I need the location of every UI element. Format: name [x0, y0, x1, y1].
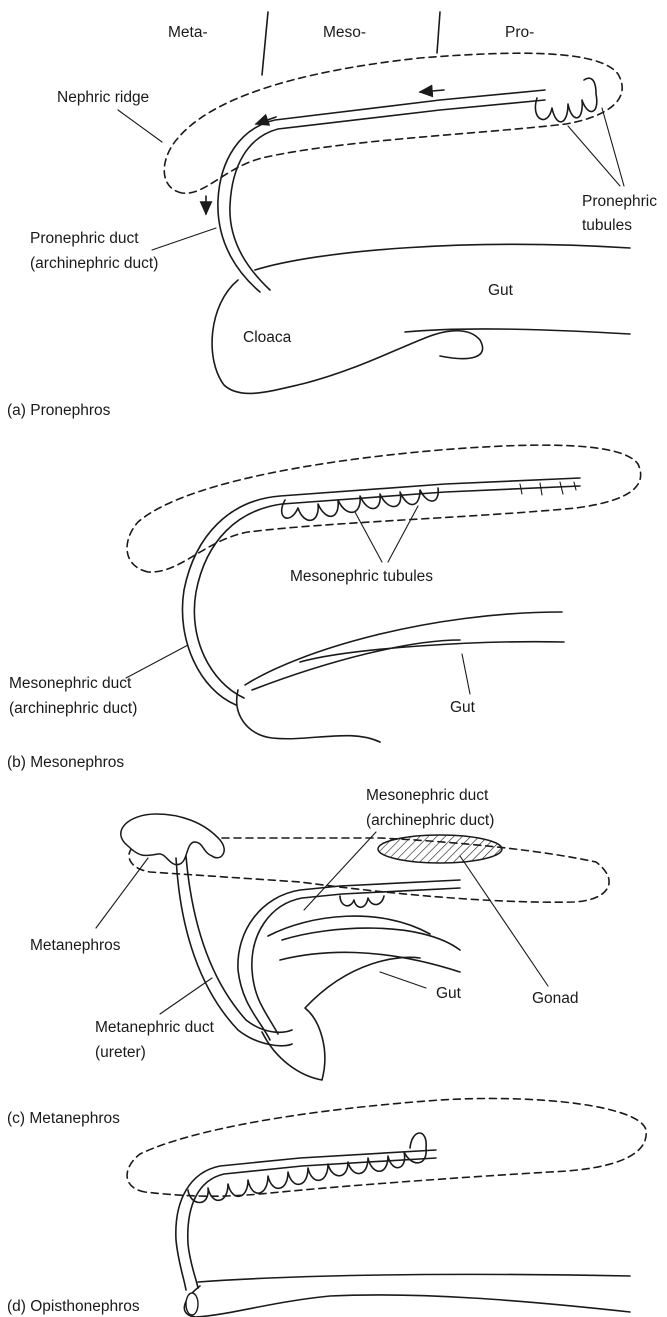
panel-a-pronephros: Meta- Meso- Pro- Nephric ridge Pronephri… [7, 12, 657, 419]
region-label-meta: Meta- [168, 24, 208, 41]
meso-pro-divider [437, 12, 440, 53]
gonad-leader [460, 856, 548, 986]
opisthonephric-duct-upper [176, 1150, 436, 1290]
gut-label-a: Gut [488, 282, 514, 299]
gonad-label: Gonad [532, 990, 579, 1007]
cloaca-label: Cloaca [243, 329, 292, 346]
region-label-pro: Pro- [505, 24, 534, 41]
cloaca-opening-d [186, 1293, 198, 1315]
mesonephric-tubules-c [340, 896, 384, 907]
nephric-ridge-label: Nephric ridge [57, 89, 149, 106]
metanephric-duct-right [186, 856, 292, 1032]
pronephric-tubules-leader-2 [602, 108, 624, 186]
metanephric-duct-label-2: (ureter) [95, 1044, 146, 1061]
opisthonephric-tubules [188, 1133, 426, 1203]
metanephric-duct-label: Metanephric duct [95, 1019, 215, 1036]
mesonephric-duct-label-2: (archinephric duct) [9, 700, 137, 717]
mesonephric-tubules [282, 488, 439, 520]
panel-d-opisthonephros: (d) Opisthonephros [7, 1098, 646, 1317]
pronephric-tubules-label-2: tubules [582, 217, 632, 234]
mesonephric-duct-c-lower [252, 888, 460, 1034]
panel-c-metanephros: Metanephros Metanephric duct (ureter) Me… [7, 787, 609, 1127]
meta-meso-divider [262, 12, 268, 75]
mesonephric-duct-lower [194, 486, 580, 698]
metanephric-duct-left [176, 858, 292, 1046]
gut-label-b: Gut [450, 699, 476, 716]
mesonephric-tubules-leader-1 [355, 512, 382, 562]
gut-inner-c [268, 916, 460, 972]
pronephric-duct-leader [152, 228, 216, 250]
caption-b: (b) Mesonephros [7, 754, 124, 771]
metanephros-leader [96, 858, 148, 928]
mesonephric-duct-label: Mesonephric duct [9, 675, 132, 692]
metanephros-label: Metanephros [30, 937, 121, 954]
pronephric-duct-lower [230, 100, 545, 290]
mesonephric-duct-leader [126, 645, 188, 678]
nephric-ridge-outline-d [127, 1098, 646, 1196]
gut-wall-c [262, 928, 460, 1080]
nephric-ridge-outline [164, 53, 622, 193]
gut-upper-wall-b [245, 612, 562, 685]
mesonephric-tubules-label: Mesonephric tubules [290, 568, 433, 585]
cloaca-outline-b [237, 640, 460, 742]
region-label-meso: Meso- [323, 24, 366, 41]
pronephric-duct-label-2: (archinephric duct) [30, 255, 158, 272]
metanephric-duct-leader [160, 978, 212, 1014]
mesonephric-duct-label-c-2: (archinephric duct) [366, 812, 494, 829]
flow-arrow-1 [420, 90, 444, 92]
mesonephric-duct-c-upper [238, 880, 460, 1040]
pronephric-duct-label: Pronephric duct [30, 230, 139, 247]
caption-a: (a) Pronephros [7, 402, 111, 419]
pronephric-tubules-label: Pronephric [582, 193, 657, 210]
caption-d: (d) Opisthonephros [7, 1298, 140, 1315]
nephric-ridge-leader [118, 110, 162, 142]
gut-upper-wall-d [198, 1274, 630, 1282]
cloaca-outline-d [184, 1286, 630, 1317]
panel-b-mesonephros: Mesonephric tubules Mesonephric duct (ar… [7, 445, 641, 771]
caption-c: (c) Metanephros [7, 1110, 120, 1127]
pronephric-tubules-leader-1 [568, 126, 620, 186]
gut-upper-wall [255, 244, 630, 270]
nephric-ridge-outline-b [127, 445, 641, 572]
gonad-shape [378, 835, 502, 863]
gut-label-c: Gut [436, 985, 462, 1002]
mesonephric-tubules-leader-2 [388, 506, 418, 562]
gut-leader-b [462, 654, 470, 694]
metanephros-kidney [121, 814, 224, 865]
gut-leader-c [380, 972, 426, 988]
mesonephric-duct-label-c: Mesonephric duct [366, 787, 489, 804]
